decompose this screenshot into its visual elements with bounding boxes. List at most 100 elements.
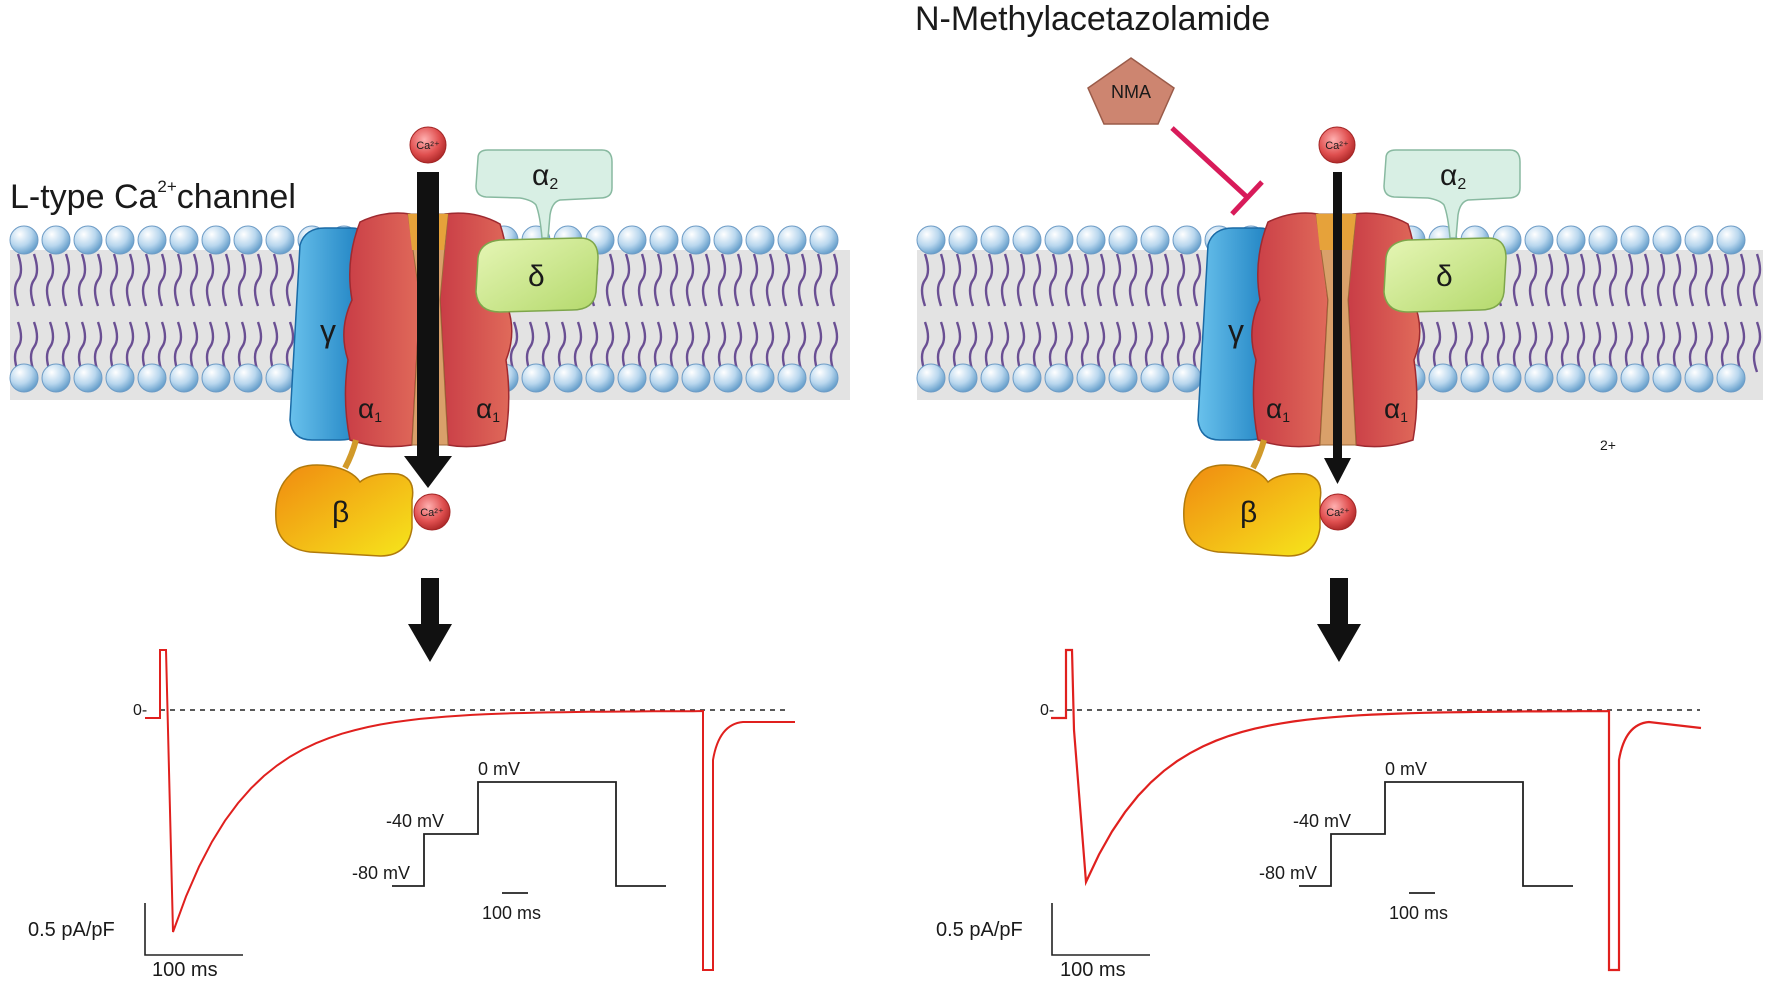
left-ion-top [409,126,447,164]
lipid-tail [1592,253,1602,307]
right-protocol-v3: 0 mV [1385,759,1427,779]
left-voltage-protocol: -80 mV -40 mV 0 mV 100 ms [352,759,666,923]
left-scale-y-label: 0.5 pA/pF [28,919,115,941]
lipid-head [1108,225,1138,255]
lipid-tail [1048,321,1058,373]
lipid-tail [1448,321,1458,373]
lipid-tail [13,321,23,373]
lipid-tail [1176,253,1186,307]
lipid-head [649,225,679,255]
lipid-tail [952,321,962,373]
right-gamma-label: γ [1228,313,1244,349]
lipid-head [1588,363,1618,393]
left-beta-subunit [275,464,414,557]
lipid-head [948,363,978,393]
left-ion-bottom-label: Ca²⁺ [420,507,444,519]
lipid-tail [968,253,978,307]
lipid-head [916,363,946,393]
lipid-tail [1560,253,1570,307]
lipid-head [1428,363,1458,393]
left-ion-bottom [413,493,451,531]
left-protocol-v1: -80 mV [352,863,410,883]
lipid-head [777,225,807,255]
right-delta-subunit [1383,237,1507,313]
lipid-tail [717,321,727,373]
lipid-tail [1144,321,1154,373]
lipid-head [233,363,263,393]
lipid-tail [1736,253,1746,307]
lipid-tail [1096,321,1106,373]
lipid-head [1140,363,1170,393]
lipid-tail [685,253,695,307]
lipid-tail [765,253,775,307]
lipid-head [105,225,135,255]
lipid-head [1044,363,1074,393]
lipid-head [713,363,743,393]
lipid-tail [813,253,823,307]
left-alpha1-left-label: α1 [358,393,382,425]
lipid-tail [125,321,135,373]
lipid-head [1044,225,1074,255]
lipid-tail [77,321,87,373]
lipid-head [745,363,775,393]
lipid-tail [573,321,583,373]
lipid-head [169,363,199,393]
lipid-tail [221,321,231,373]
right-protocol-scale: 100 ms [1389,903,1448,923]
lipid-tail [285,321,295,373]
right-beta-linker [1250,439,1267,470]
lipid-head [1492,363,1522,393]
lipid-tail [1112,253,1122,307]
left-protocol-scale: 100 ms [482,903,541,923]
lipid-tail [701,321,711,373]
lipid-tail [1512,253,1522,307]
lipid-head [265,225,295,255]
lipid-tail [77,253,87,307]
left-title: L-type Ca2+channel [10,177,296,216]
lipid-tail [936,253,946,307]
lipid-tail [1640,321,1650,373]
right-ion-top [1318,126,1356,164]
lipid-tail [1576,253,1586,307]
lipid-head [1524,225,1554,255]
right-influx-arrow-shaft [1333,172,1342,462]
lipid-tail [1688,253,1698,307]
lipid-head [1716,363,1746,393]
lipid-tail [1160,253,1170,307]
lipid-tail [1064,253,1074,307]
left-scale-x-label: 100 ms [152,959,218,981]
lipid-tail [1144,253,1154,307]
lipid-tail [1544,253,1554,307]
right-beta-label: β [1240,496,1257,529]
lipid-tail [621,321,631,373]
lipid-head [649,363,679,393]
lipid-tail [797,253,807,307]
lipid-head [916,225,946,255]
right-zero-label: 0- [1040,702,1054,719]
lipid-tail [653,321,663,373]
lipid-head [1076,225,1106,255]
lipid-tail [1128,321,1138,373]
lipid-tail [1080,253,1090,307]
lipid-tail [1656,253,1666,307]
lipid-head [105,363,135,393]
lipid-tail [285,253,295,307]
lipid-tail [205,321,215,373]
lipid-head [1556,363,1586,393]
left-current-trace: 0- 0.5 pA/pF 100 ms [28,649,795,981]
lipid-tail [1128,253,1138,307]
lipid-tail [1464,321,1474,373]
lipid-head [169,225,199,255]
right-voltage-protocol: -80 mV -40 mV 0 mV 100 ms [1259,759,1573,923]
left-protocol-v2: -40 mV [386,811,444,831]
left-protocol-path [392,781,666,887]
lipid-tail [269,253,279,307]
lipid-head [41,363,71,393]
lipid-head [9,363,39,393]
lipid-tail [541,321,551,373]
right-panel: N-Methylacetazolamide NMA α2 γ α1 α1 δ [915,0,1763,981]
lipid-tail [1704,253,1714,307]
right-alpha2-subunit [1383,149,1521,239]
lipid-tail [1656,321,1666,373]
